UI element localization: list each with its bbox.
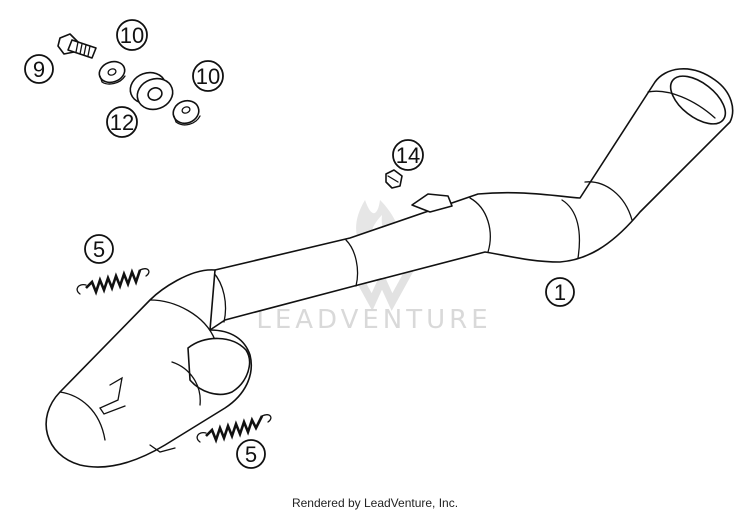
footer-credit: Rendered by LeadVenture, Inc. (291, 496, 459, 510)
bolt (57, 33, 97, 59)
svg-text:9: 9 (33, 57, 45, 82)
callout-1: 1 (545, 277, 575, 307)
callout-5-lower: 5 (236, 439, 266, 469)
svg-text:10: 10 (196, 64, 220, 89)
plug-fitting (385, 169, 403, 189)
svg-text:10: 10 (120, 23, 144, 48)
rubber-grommet (129, 71, 174, 111)
callout-10-lower: 10 (192, 60, 224, 92)
washer-lower (172, 99, 201, 126)
callout-14: 14 (392, 139, 424, 171)
svg-text:1: 1 (554, 280, 566, 305)
svg-text:12: 12 (110, 110, 134, 135)
svg-text:14: 14 (396, 143, 420, 168)
watermark-text: LEADVENTURE (256, 305, 491, 335)
exhaust-header-pipe (45, 68, 734, 468)
callout-5-upper: 5 (84, 234, 114, 264)
spring-upper (76, 268, 150, 296)
spring-lower (196, 414, 272, 444)
callout-9: 9 (24, 54, 54, 84)
svg-text:5: 5 (93, 237, 105, 262)
svg-text:5: 5 (245, 442, 257, 467)
callout-10-upper: 10 (116, 19, 148, 51)
callout-12: 12 (106, 106, 138, 138)
washer-upper (98, 60, 126, 85)
